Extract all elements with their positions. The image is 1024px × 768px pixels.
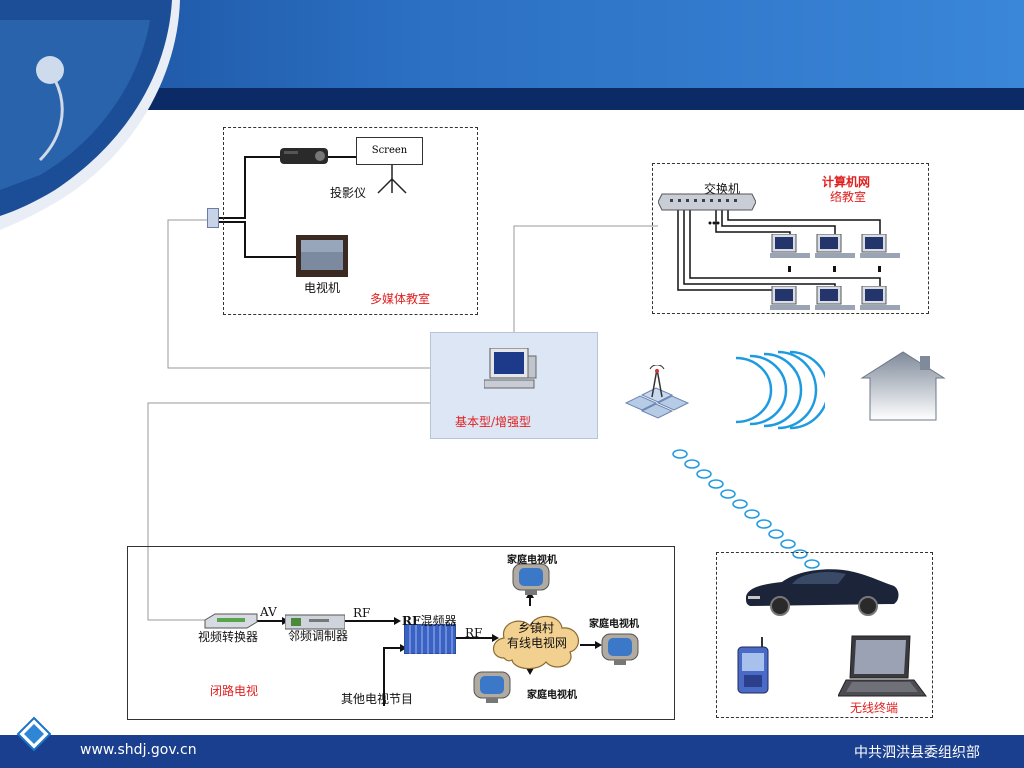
other-programs-label: 其他电视节目 — [341, 692, 414, 706]
multimedia-room-label: 多媒体教室 — [370, 292, 431, 306]
cable-network-cloud — [492, 615, 579, 670]
multimedia-room-box — [223, 127, 478, 315]
car-icon — [746, 569, 899, 616]
cloud-label-2: 有线电视网 — [507, 636, 568, 650]
home-tv-icon — [473, 671, 511, 703]
mixer-rf-label: RF — [402, 614, 421, 628]
pc-icon — [815, 286, 855, 310]
home-tv-label-3: 家庭电视机 — [527, 690, 577, 701]
center-label: 基本型/增强型 — [455, 415, 532, 429]
network-room-title-1: 计算机网 — [822, 175, 871, 189]
modulator-label: 邻频调制器 — [288, 629, 349, 643]
computer-icon — [484, 348, 537, 389]
video-converter-label: 视频转换器 — [198, 630, 259, 644]
corner-decoration — [0, 0, 180, 230]
tv-icon — [296, 235, 348, 277]
projector-label: 投影仪 — [330, 186, 367, 200]
wireless-terminal-box — [716, 552, 933, 718]
home-tv-label-1: 家庭电视机 — [507, 555, 557, 566]
wireless-waves-icon — [735, 350, 825, 430]
home-tv-icon — [512, 563, 550, 595]
modulator-icon — [285, 614, 345, 630]
pc-icon — [770, 234, 810, 258]
switch-label: 交换机 — [704, 182, 741, 196]
network-room-box — [652, 163, 929, 314]
network-room-title-2: 络教室 — [830, 190, 867, 204]
pc-icon — [815, 234, 855, 258]
footer-url[interactable]: www.shdj.gov.cn — [80, 742, 197, 758]
header-stripe — [0, 88, 1024, 110]
laptop-icon — [838, 635, 927, 697]
tripod-icon — [377, 165, 407, 194]
screen-label: Screen — [371, 145, 408, 156]
pc-icon — [860, 286, 900, 310]
network-room-title-line1: 计算机网 — [822, 173, 870, 190]
wireless-terminal-title: 无线终端 — [850, 701, 899, 715]
network-socket — [207, 208, 219, 228]
cctv-box — [127, 546, 675, 720]
cloud-label-1: 乡镇村 — [518, 621, 555, 635]
house-icon — [860, 351, 946, 421]
mixer-label: RF混频器 — [402, 612, 457, 629]
projector-icon — [280, 148, 328, 164]
av-label: AV — [260, 605, 277, 619]
video-converter-icon — [204, 613, 258, 629]
pc-icon — [770, 286, 810, 310]
diamond-icon — [16, 716, 52, 752]
rf-label-1: RF — [353, 606, 371, 620]
footer-organization: 中共泗洪县委组织部 — [854, 745, 980, 761]
footer-bar — [0, 735, 1024, 768]
tv-label: 电视机 — [304, 281, 341, 295]
mobile-phone-icon — [737, 637, 769, 694]
mixer-icon — [404, 624, 456, 654]
home-tv-label-2: 家庭电视机 — [589, 619, 639, 630]
switch-icon — [658, 193, 756, 211]
cctv-title: 闭路电视 — [210, 684, 259, 698]
mixer-name-label: 混频器 — [420, 614, 457, 628]
screen-box — [356, 137, 423, 165]
home-tv-icon — [601, 633, 639, 665]
antenna-tower-icon — [624, 365, 690, 419]
rf-label-2: RF — [465, 626, 483, 640]
pc-icon — [860, 234, 900, 258]
